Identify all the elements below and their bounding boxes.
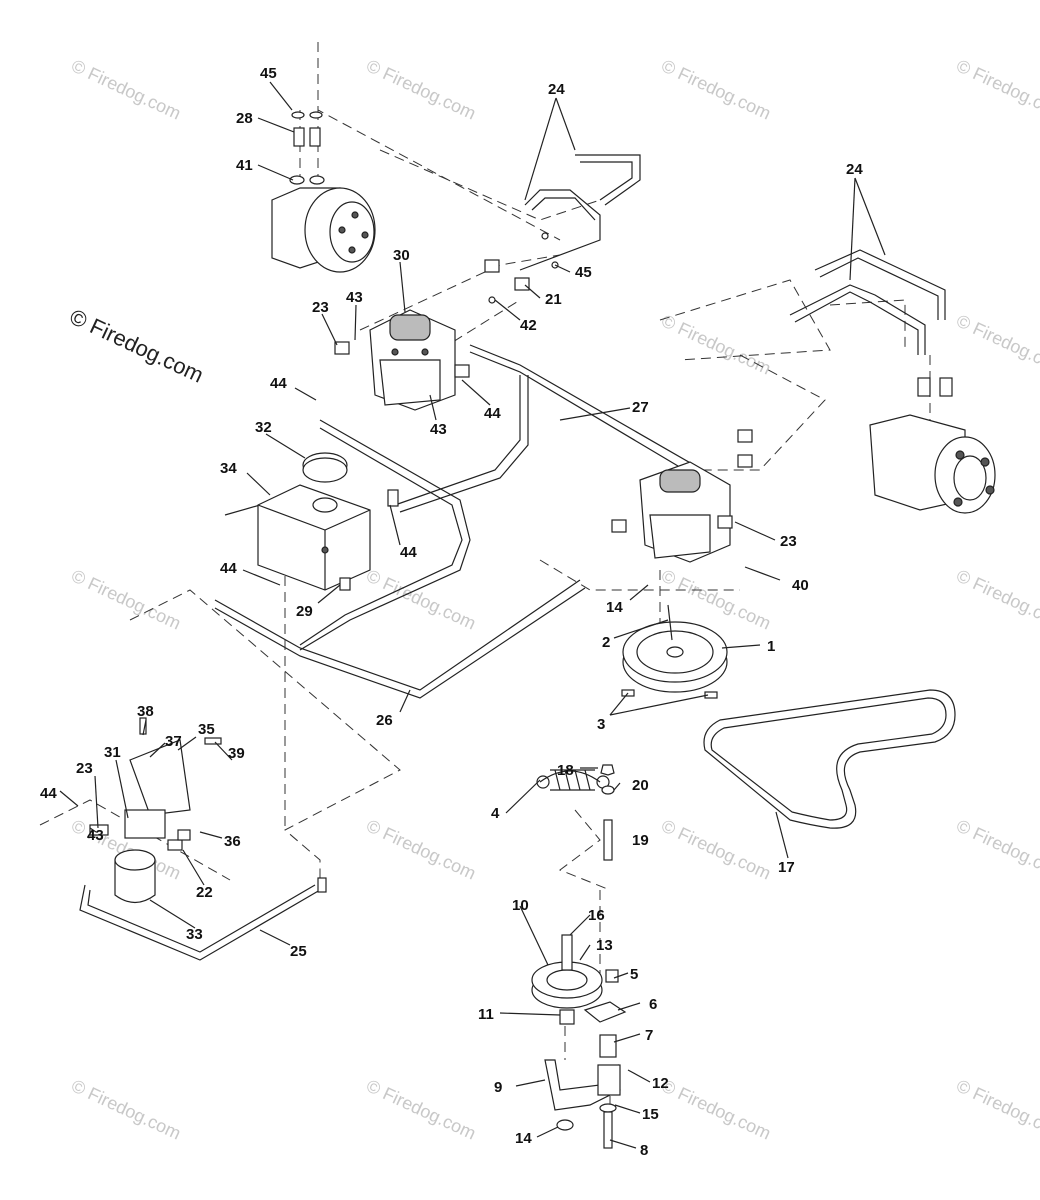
callout-43: 43	[346, 289, 363, 306]
watermark: © Firedog.com	[953, 565, 1040, 633]
reservoir-tank	[257, 452, 399, 591]
callout-30: 30	[393, 247, 410, 264]
callout-27: 27	[632, 399, 649, 416]
callout-20: 20	[632, 777, 649, 794]
callout-36: 36	[224, 833, 241, 850]
callout-21: 21	[545, 291, 562, 308]
watermark: © Firedog.com	[363, 565, 479, 633]
drive-belt	[703, 689, 956, 829]
callout-24: 24	[846, 161, 863, 178]
callout-5: 5	[630, 966, 638, 983]
leader-lines	[59, 81, 886, 1149]
callout-14: 14	[515, 1130, 532, 1147]
callout-39: 39	[228, 745, 245, 762]
watermark: © Firedog.com	[363, 1075, 479, 1143]
callout-29: 29	[296, 603, 313, 620]
callout-44: 44	[484, 405, 501, 422]
callout-44: 44	[270, 375, 287, 392]
callout-23: 23	[312, 299, 329, 316]
watermark: © Firedog.com	[953, 55, 1040, 123]
callout-14: 14	[606, 599, 623, 616]
watermark: © Firedog.com	[68, 55, 184, 123]
callout-11: 11	[478, 1006, 494, 1023]
hoses	[79, 154, 946, 961]
idler-assembly	[531, 764, 627, 1149]
callout-labels: 45 28 41 24 24 30 23 43 45 21 42 44 43 4…	[40, 65, 863, 1159]
watermark-main: © Firedog.com	[66, 304, 208, 388]
watermark: © Firedog.com	[363, 55, 479, 123]
callout-19: 19	[632, 832, 649, 849]
callout-28: 28	[236, 110, 253, 127]
callout-3: 3	[597, 716, 605, 733]
watermark: © Firedog.com	[658, 1075, 774, 1143]
watermark: © Firedog.com	[953, 815, 1040, 883]
callout-45: 45	[260, 65, 277, 82]
callout-8: 8	[640, 1142, 648, 1159]
callout-23: 23	[780, 533, 797, 550]
callout-10: 10	[512, 897, 529, 914]
callout-4: 4	[491, 805, 500, 822]
callout-18: 18	[557, 762, 574, 779]
callout-44: 44	[400, 544, 417, 561]
callout-26: 26	[376, 712, 393, 729]
callout-34: 34	[220, 460, 237, 477]
callout-32: 32	[255, 419, 272, 436]
watermark: © Firedog.com	[68, 565, 184, 633]
callout-44: 44	[220, 560, 237, 577]
wheel-motor-right	[869, 377, 996, 514]
callout-33: 33	[186, 926, 203, 943]
callout-38: 38	[137, 703, 154, 720]
hydraulic-pump-upper	[334, 232, 559, 411]
watermark: © Firedog.com	[658, 55, 774, 123]
callout-35: 35	[198, 721, 215, 738]
callout-9: 9	[494, 1079, 502, 1096]
callout-24: 24	[548, 81, 565, 98]
assembly-dash-lines	[39, 42, 931, 1140]
watermark: © Firedog.com	[363, 815, 479, 883]
filter-assembly	[89, 717, 327, 904]
callout-41: 41	[236, 157, 253, 174]
callout-40: 40	[792, 577, 809, 594]
callout-7: 7	[645, 1027, 653, 1044]
callout-37: 37	[165, 733, 182, 750]
watermark: © Firedog.com	[953, 1075, 1040, 1143]
watermark: © Firedog.com	[658, 310, 774, 378]
watermark: © Firedog.com	[658, 815, 774, 883]
watermark: © Firedog.com	[953, 310, 1040, 378]
callout-43: 43	[87, 827, 104, 844]
hydraulic-pump-lower	[611, 429, 753, 563]
callout-44: 44	[40, 785, 57, 802]
callout-23: 23	[76, 760, 93, 777]
callout-17: 17	[778, 859, 795, 876]
wheel-motor-left	[271, 111, 376, 273]
callout-1: 1	[767, 638, 775, 655]
callout-16: 16	[588, 907, 605, 924]
pulley-large	[621, 604, 728, 699]
callout-45: 45	[575, 264, 592, 281]
callout-25: 25	[290, 943, 307, 960]
callout-2: 2	[602, 634, 610, 651]
callout-42: 42	[520, 317, 537, 334]
callout-15: 15	[642, 1106, 659, 1123]
callout-22: 22	[196, 884, 213, 901]
callout-43: 43	[430, 421, 447, 438]
callout-31: 31	[104, 744, 121, 761]
callout-13: 13	[596, 937, 613, 954]
callout-6: 6	[649, 996, 657, 1013]
callout-12: 12	[652, 1075, 669, 1092]
watermark: © Firedog.com	[68, 1075, 184, 1143]
